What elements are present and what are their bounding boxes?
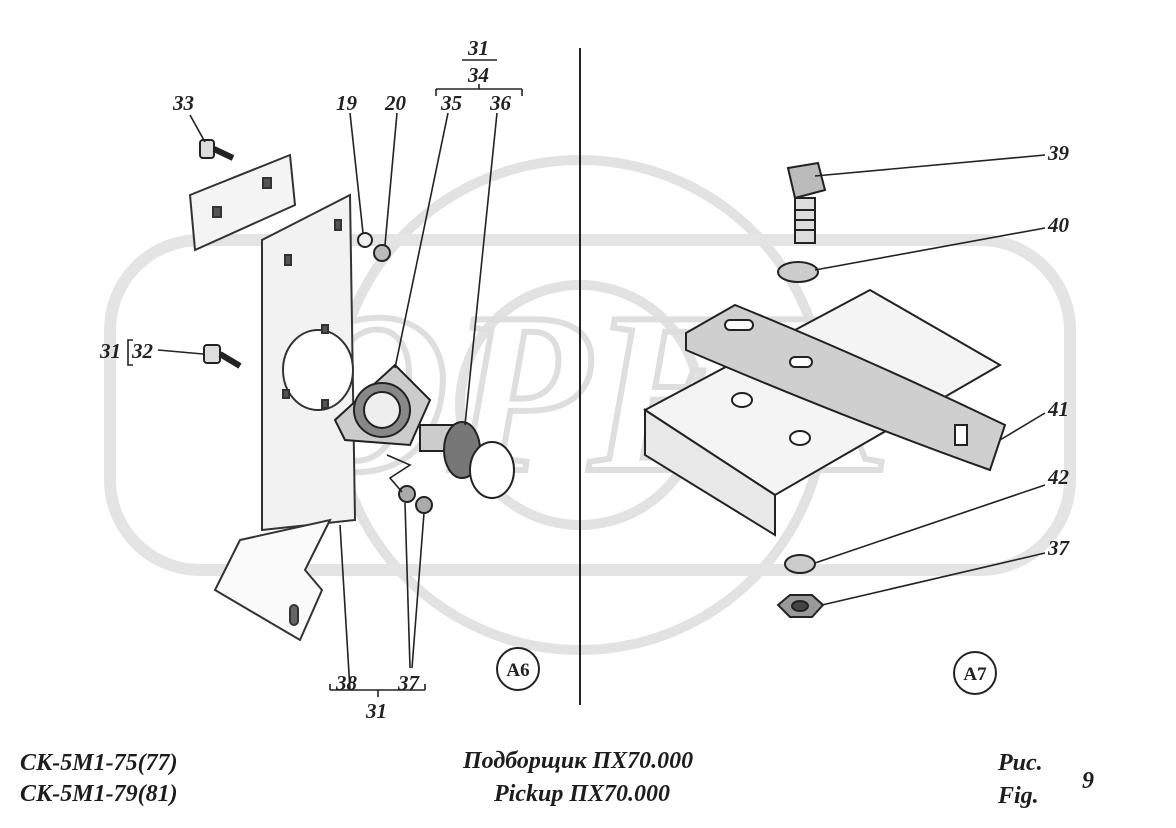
panel-label-a7: А7 bbox=[963, 664, 987, 685]
callout-37-right: 37 bbox=[1047, 536, 1071, 560]
bolt-39 bbox=[786, 161, 827, 244]
leader-lines-left bbox=[127, 59, 523, 697]
fig-number: 9 bbox=[1082, 768, 1094, 794]
tine-bar-41 bbox=[685, 303, 1007, 472]
nut-37-a bbox=[398, 485, 416, 503]
callout-32: 32 bbox=[131, 339, 154, 363]
panel-label-a6: А6 bbox=[506, 660, 529, 681]
bearing-36 bbox=[419, 421, 515, 499]
flange-35 bbox=[333, 363, 432, 447]
lock-washer-42 bbox=[784, 554, 816, 574]
nut-37-right bbox=[776, 594, 825, 618]
bolt-33 bbox=[199, 139, 235, 161]
title-ru: Подборщик ПХ70.000 bbox=[463, 748, 694, 774]
leader-lines-right bbox=[814, 154, 1046, 606]
fig-label-en: Fig. bbox=[998, 783, 1039, 809]
model-line-1: СК-5М1-75(77) bbox=[20, 750, 178, 776]
callout-37-bottom: 37 bbox=[397, 671, 421, 695]
callout-40: 40 bbox=[1047, 213, 1070, 237]
washer-19 bbox=[357, 232, 373, 248]
main-plate bbox=[261, 193, 357, 532]
nut-37-b bbox=[415, 496, 433, 514]
top-plate bbox=[188, 153, 297, 252]
bent-plate bbox=[213, 518, 332, 642]
watermark-logo bbox=[104, 234, 1076, 576]
fig-label-ru: Рис. bbox=[998, 750, 1043, 776]
callout-31-bottom: 31 bbox=[365, 699, 387, 723]
callout-42: 42 bbox=[1047, 465, 1070, 489]
callout-41: 41 bbox=[1047, 397, 1069, 421]
washer-40 bbox=[777, 261, 819, 283]
callout-19: 19 bbox=[336, 91, 358, 115]
panel-label-circle-a6 bbox=[496, 647, 540, 691]
callout-39: 39 bbox=[1047, 141, 1070, 165]
callout-20: 20 bbox=[384, 91, 407, 115]
callout-36: 36 bbox=[489, 91, 512, 115]
callout-35: 35 bbox=[440, 91, 462, 115]
callout-33: 33 bbox=[172, 91, 194, 115]
callout-31-top: 31 bbox=[467, 36, 489, 60]
bolt-32 bbox=[203, 344, 242, 369]
nut-20 bbox=[373, 244, 391, 262]
callout-34: 34 bbox=[467, 63, 489, 87]
callout-31-left: 31 bbox=[99, 339, 121, 363]
title-en: Pickup ПХ70.000 bbox=[494, 781, 671, 807]
model-line-2: СК-5М1-79(81) bbox=[20, 781, 178, 807]
panel-label-circle-a7 bbox=[953, 651, 997, 695]
callout-38: 38 bbox=[335, 671, 358, 695]
